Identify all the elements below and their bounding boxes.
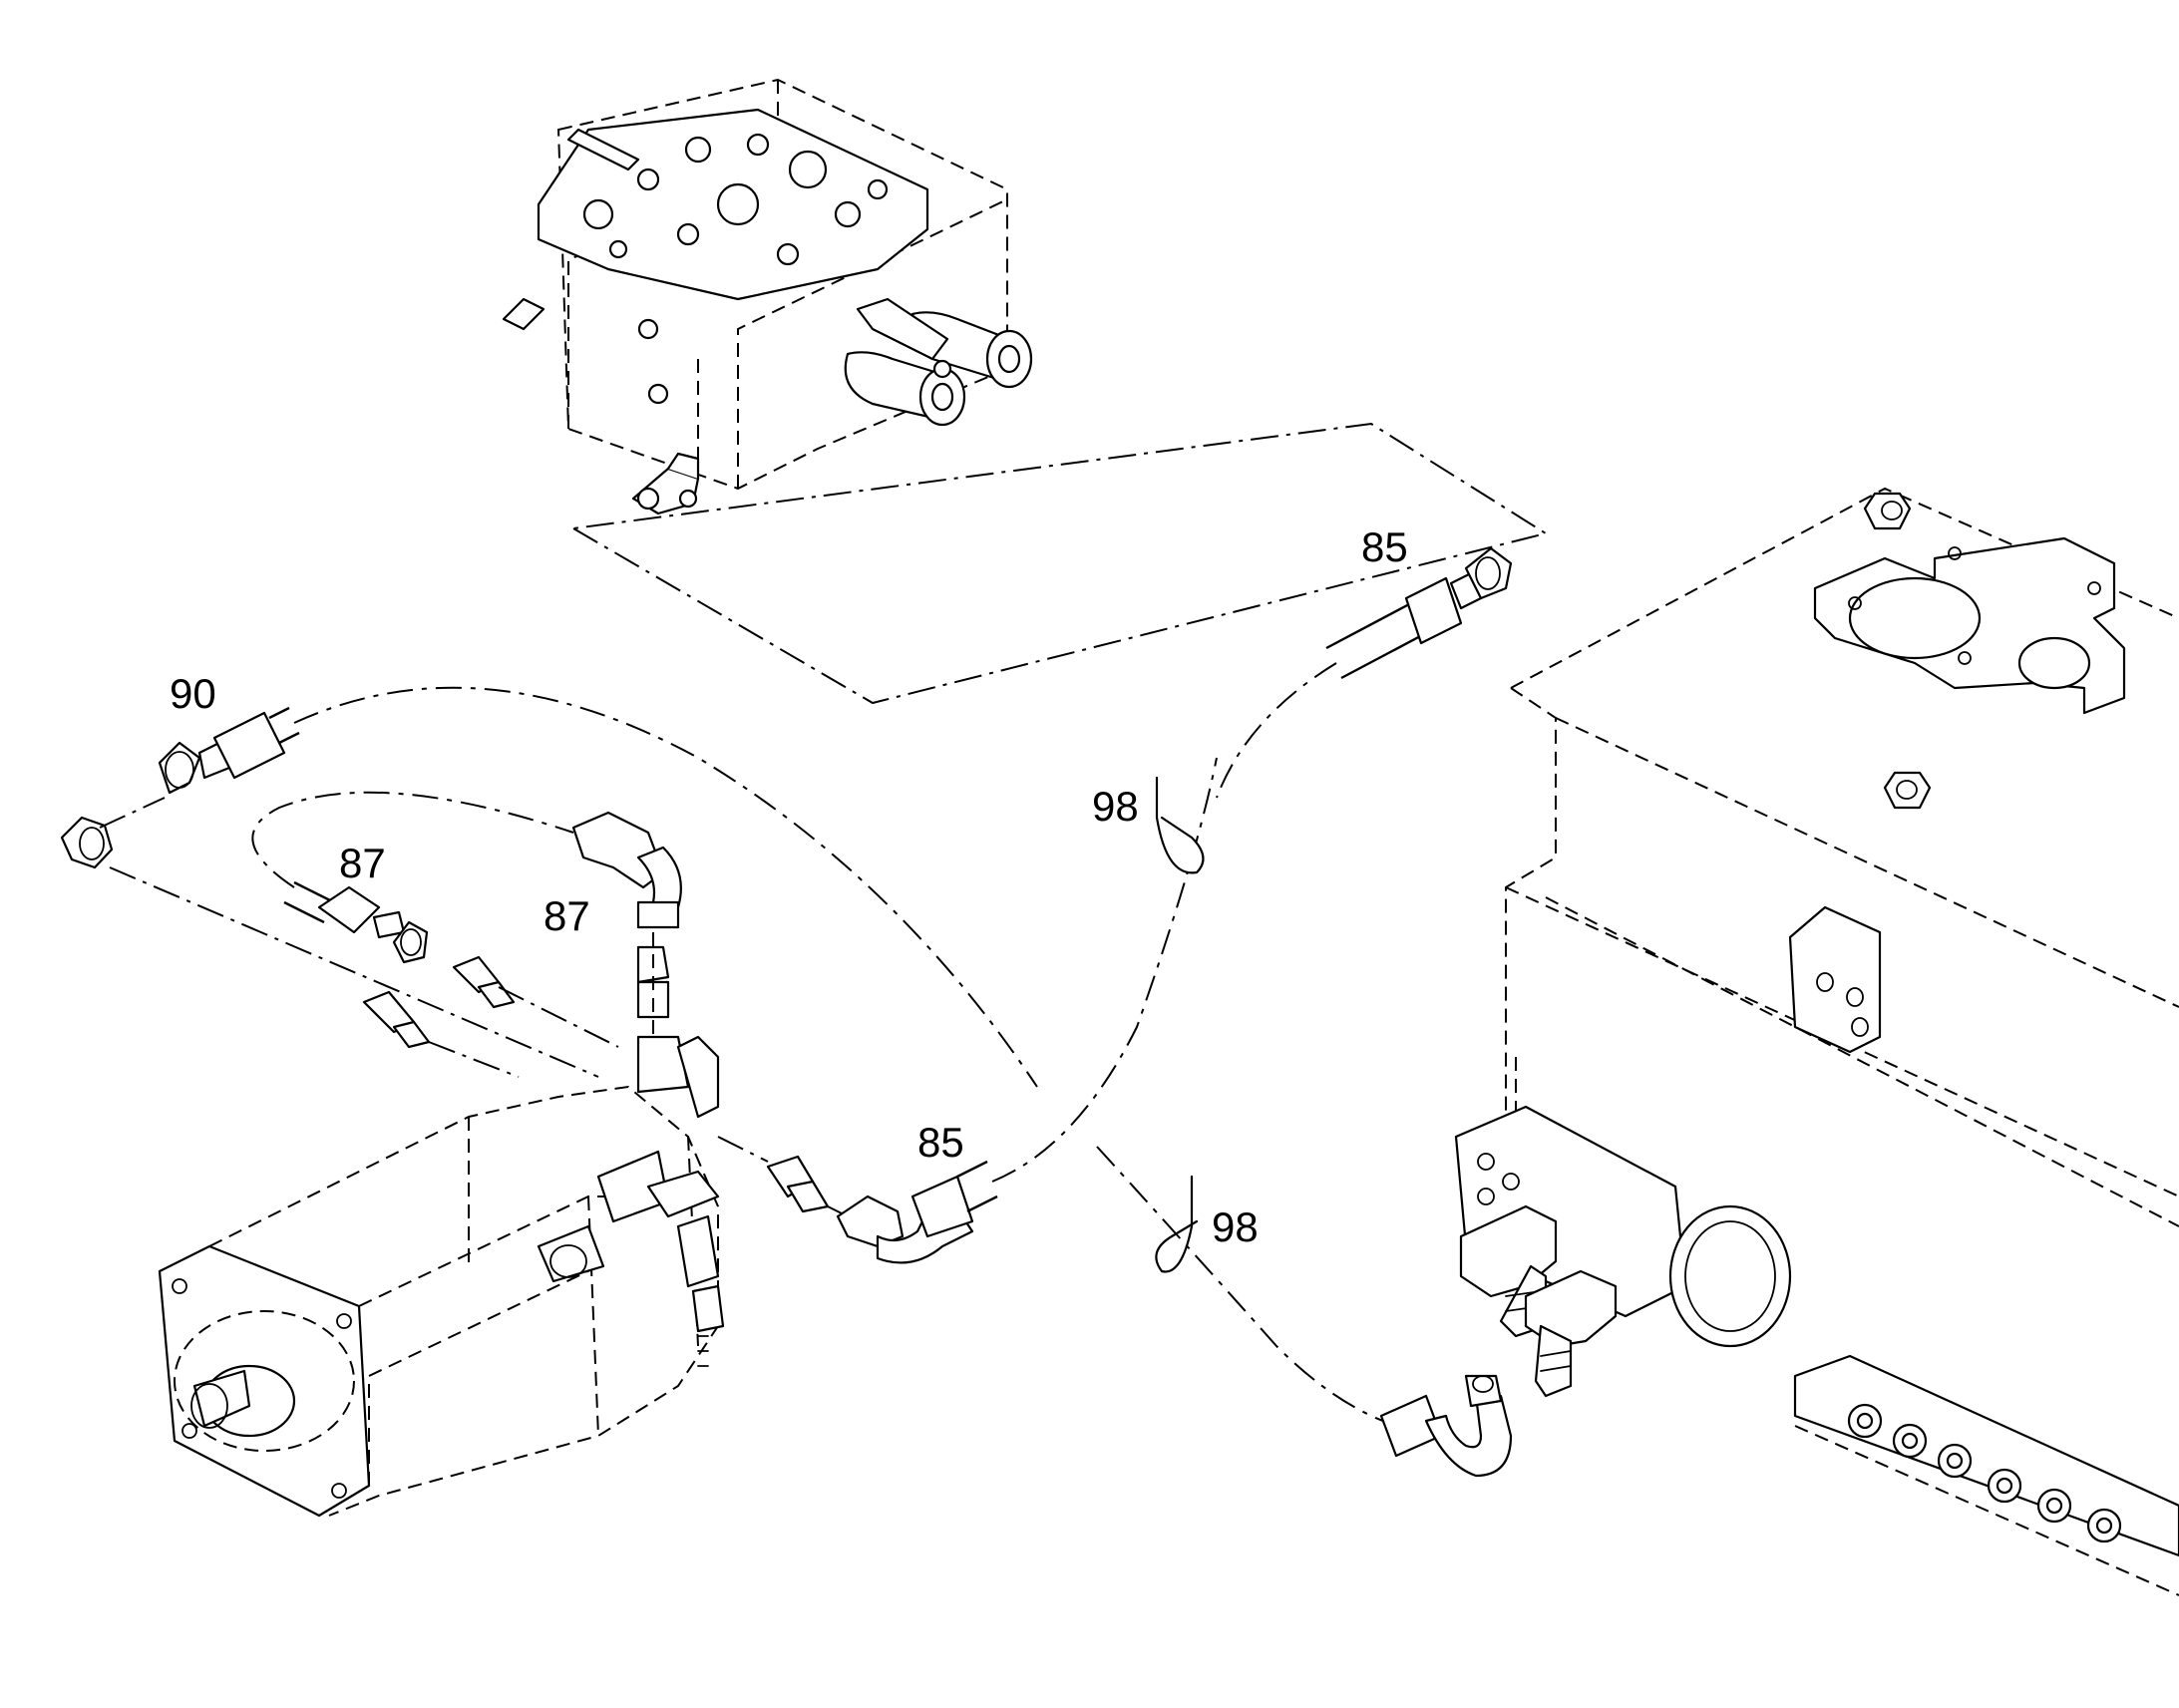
callout-98-lower: 98 [1212,1203,1259,1250]
control-valve-block [502,78,1033,515]
hose-clip-98-lower [1155,1175,1199,1273]
hose-clip-98-upper [1155,776,1205,874]
rail-fittings [1847,1403,2122,1543]
fitting-nut-left [60,816,114,869]
adapter-fittings [362,932,670,1078]
callout-85-middle: 85 [917,1119,964,1166]
hydraulic-pump [158,1035,725,1518]
callout-87-left: 87 [339,840,386,886]
fitting-centerline-lower [109,866,599,1078]
hose-87-lower [283,880,429,964]
callout-90: 90 [170,670,216,717]
hose-85-top [1216,546,1513,799]
callout-85-top: 85 [1361,523,1408,570]
valve-connection-centerline [569,422,1549,705]
tank-housing [1454,487,2179,1596]
pump-outlet-fittings [717,1136,849,1217]
hose-90 [158,686,1038,1088]
hose-85-middle [836,757,1218,1264]
callout-87-right: 87 [544,892,590,939]
callout-98-upper: 98 [1092,783,1139,830]
return-hose-lower [1096,1146,1513,1478]
hose-87-upper [251,791,682,929]
fitting-centerline-upper [99,797,166,829]
